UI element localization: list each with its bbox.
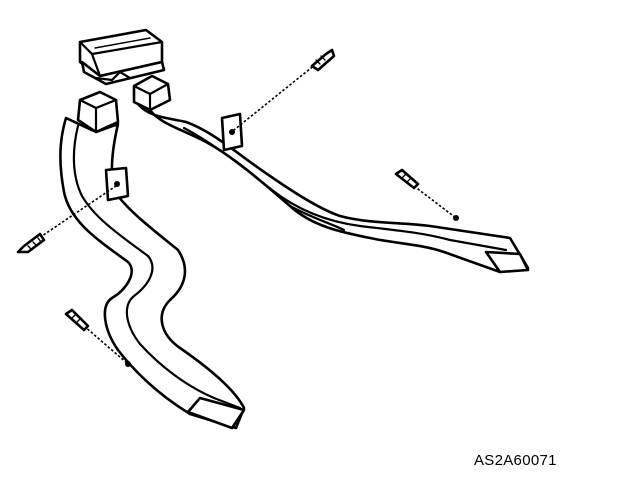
center-vent-nozzle [78, 28, 166, 86]
screw-left-upper [16, 185, 117, 254]
right-air-duct [132, 74, 530, 274]
screw-left-lower [64, 308, 129, 365]
screw-right-lower [394, 168, 457, 219]
left-air-duct [59, 90, 246, 430]
screw-right-upper [233, 48, 336, 131]
figure-code: AS2A60071 [474, 452, 557, 469]
